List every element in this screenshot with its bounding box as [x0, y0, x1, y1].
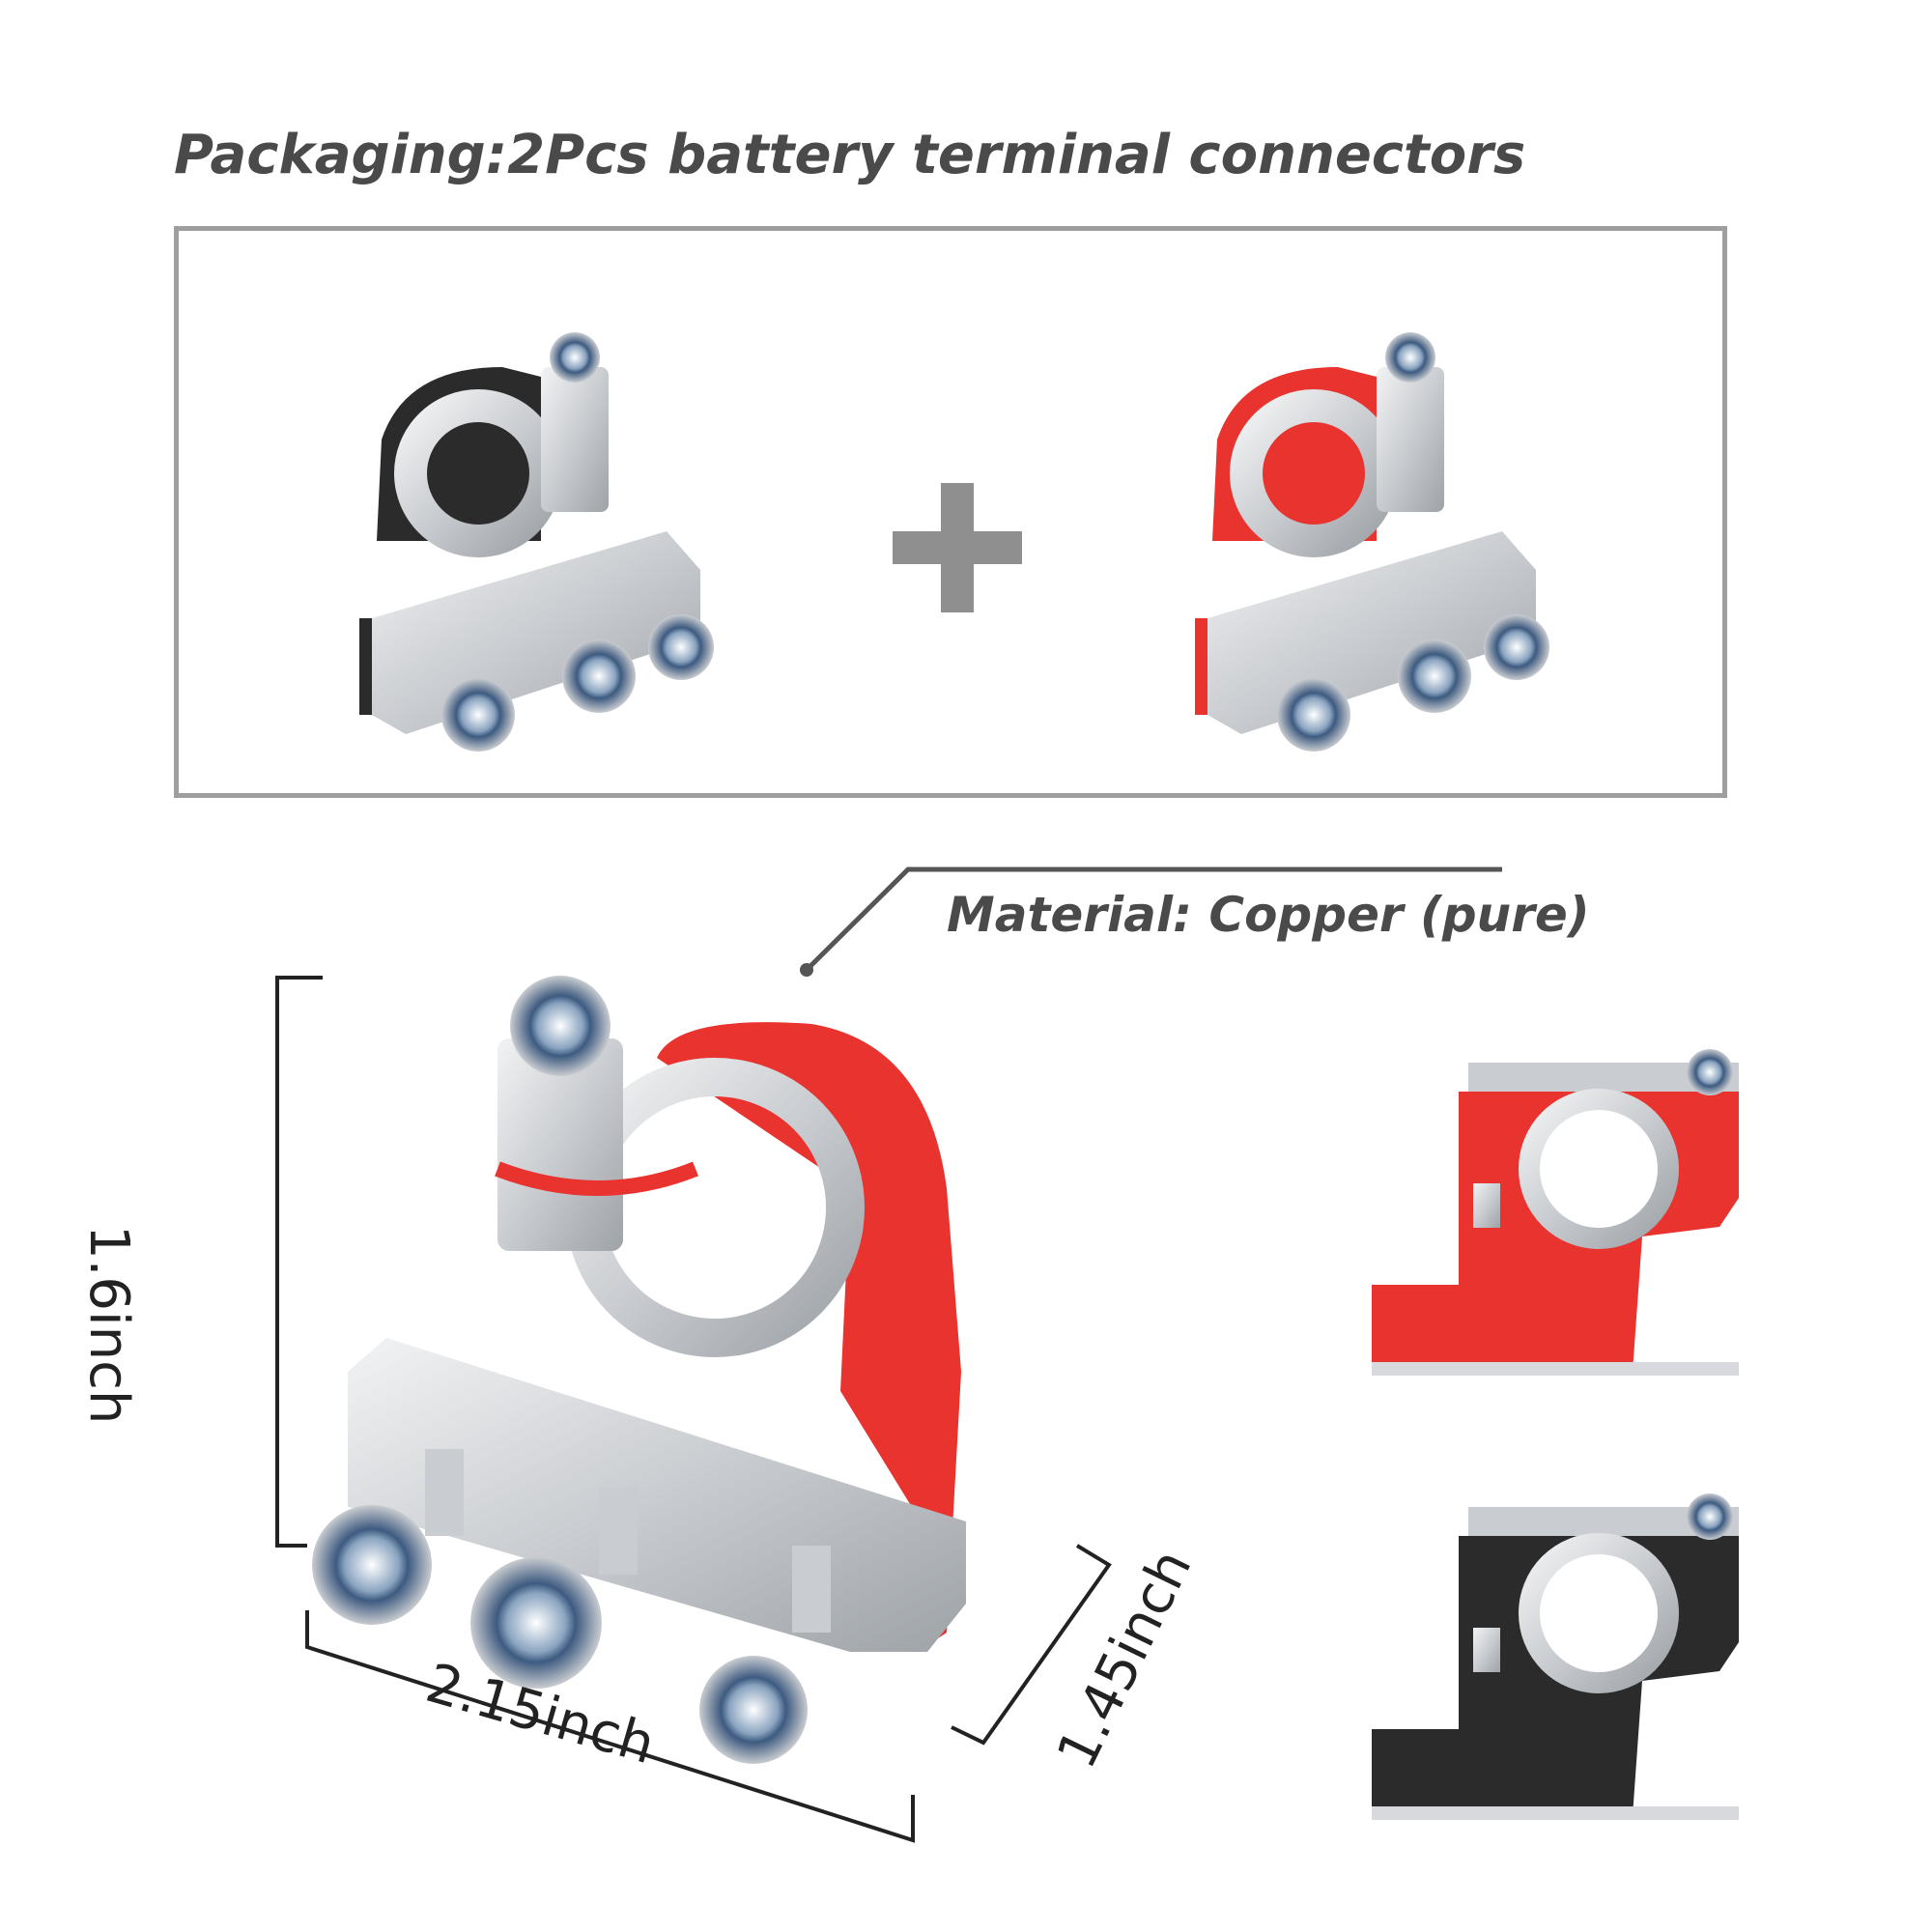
terminal-black-package: [359, 332, 714, 752]
dim-depth-bracket: [951, 1544, 1112, 1746]
packaging-heading: Packaging:2Pcs battery terminal connecto…: [174, 124, 1526, 186]
dim-width-bracket: [305, 1610, 915, 1843]
material-pointer-line: [805, 867, 1502, 972]
terminal-black-side: [1372, 1493, 1739, 1820]
terminal-red-package: [1195, 332, 1549, 752]
material-pointer-dot: [800, 963, 813, 977]
dim-height-bracket: [275, 976, 323, 1548]
material-label: Material: Copper (pure): [947, 887, 1590, 943]
plus-icon: [893, 483, 1022, 612]
terminal-red-side: [1372, 1049, 1739, 1376]
dimension-height-label: 1.6inch: [77, 1225, 140, 1425]
terminal-red-large: [312, 976, 966, 1764]
packaging-frame: [174, 226, 1727, 798]
